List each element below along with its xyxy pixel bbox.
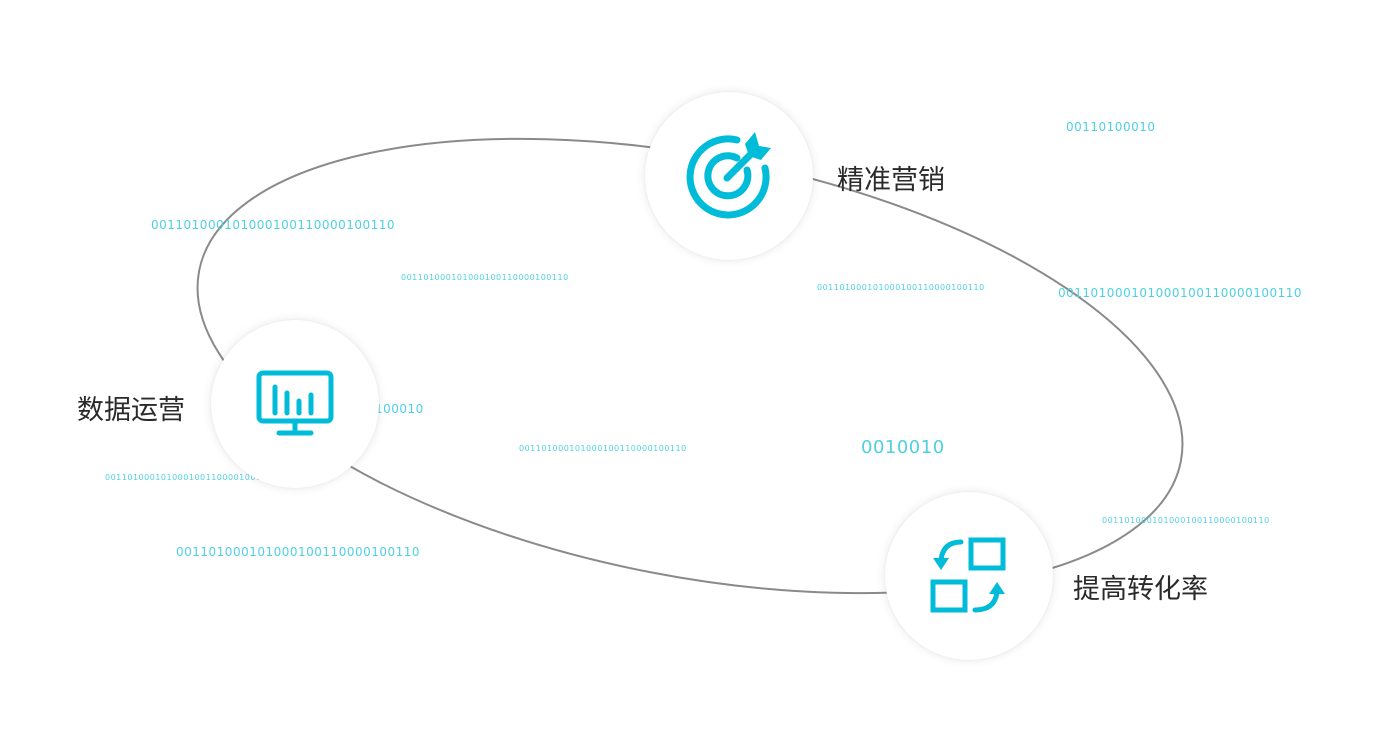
node-marketing (645, 92, 813, 260)
monitor-chart-icon (256, 370, 334, 436)
binary-text: 0010010 (861, 437, 945, 458)
binary-text: 001101000101000100110000100110 (401, 273, 569, 282)
label-conversion: 提高转化率 (1073, 574, 1208, 605)
binary-text: 00110100010 (1066, 120, 1156, 134)
target-arrow-icon (686, 132, 771, 219)
convert-squares-icon (930, 537, 1006, 613)
label-marketing: 精准营销 (837, 165, 945, 196)
node-operations (211, 320, 379, 488)
node-conversion (885, 492, 1053, 660)
binary-text: 100010 (375, 402, 424, 416)
binary-text: 001101000101000100110000100110 (151, 218, 396, 232)
binary-text: 001101000101000100110000100110 (519, 444, 687, 453)
binary-text: 001101000101000100110000100110 (1102, 516, 1270, 525)
binary-text: 001101000101000100110000100110 (176, 545, 421, 559)
label-operations: 数据运营 (77, 395, 185, 426)
binary-text: 001101000101000100110000100110 (817, 283, 985, 292)
binary-text: 001101000101000100110000100110 (1058, 286, 1303, 300)
binary-text: 001101000101000100110000100110 (105, 473, 273, 482)
